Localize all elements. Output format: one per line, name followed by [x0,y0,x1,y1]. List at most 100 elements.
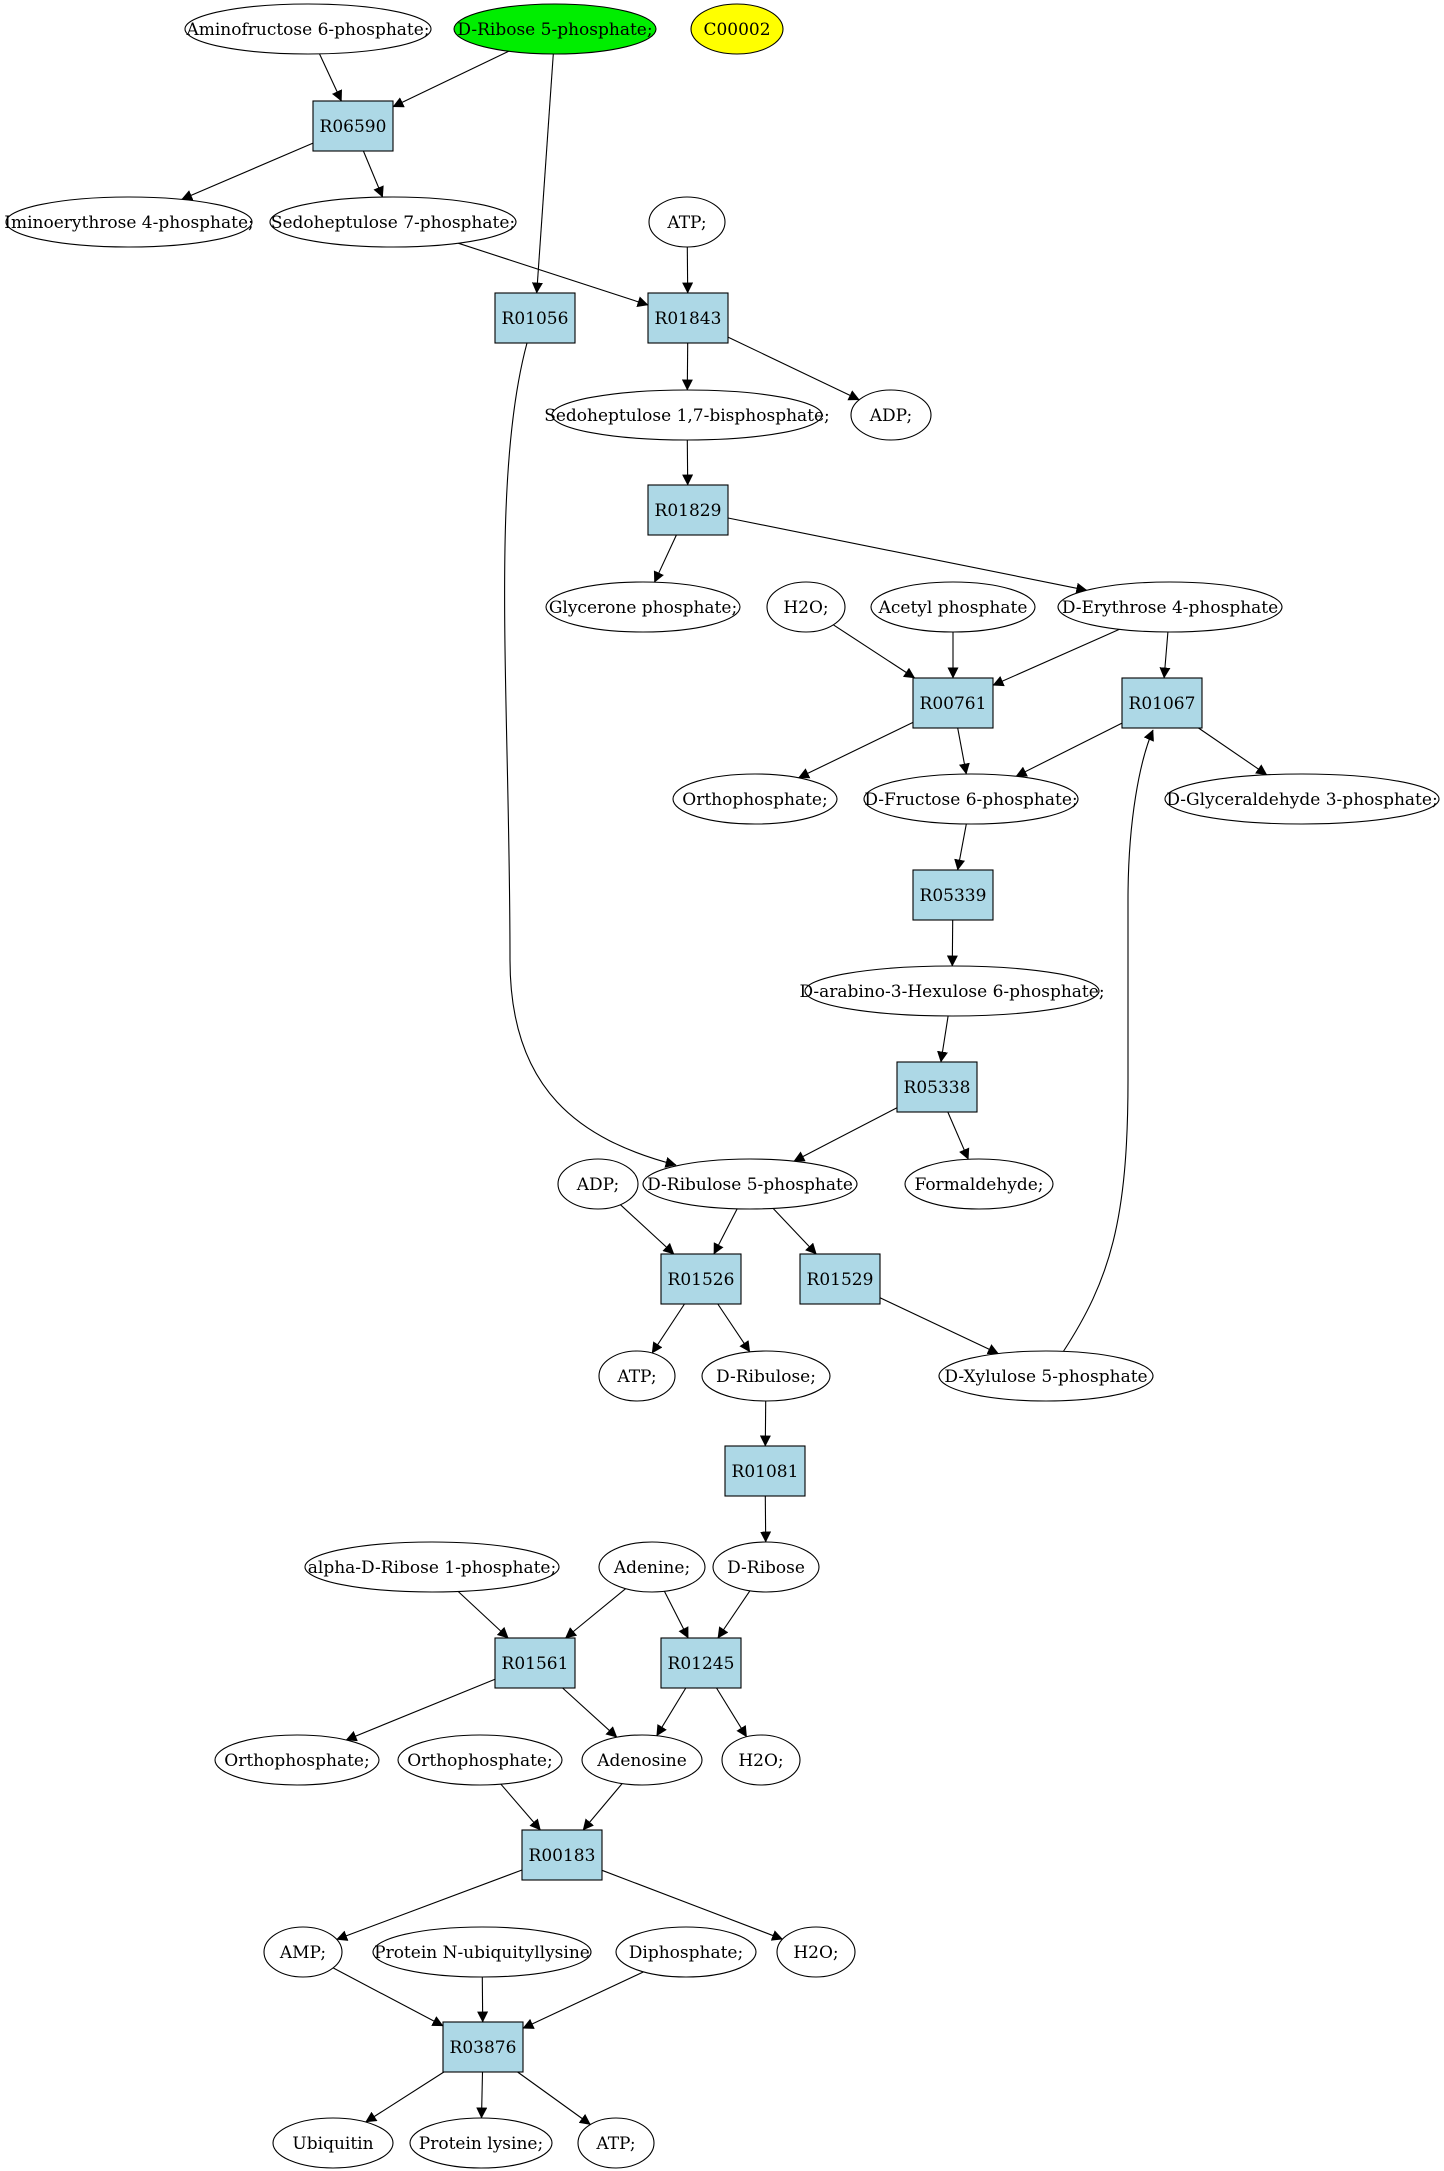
compound-ellipse[interactable] [598,1541,706,1593]
reaction-box[interactable] [896,1061,978,1113]
compound-ellipse[interactable] [557,1158,639,1210]
compound-node[interactable]: Sedoheptulose 7-phosphate; [269,196,517,248]
compound-ellipse[interactable] [766,581,846,633]
compound-node[interactable]: Ubiquitin [272,2117,394,2169]
compound-node[interactable]: D-Fructose 6-phosphate; [863,773,1079,825]
compound-node[interactable]: D-Ribulose 5-phosphate [642,1158,858,1210]
compound-ellipse[interactable] [397,1734,563,1786]
compound-ellipse[interactable] [272,2117,394,2169]
reaction-node[interactable]: R01245 [660,1637,742,1689]
compound-ellipse[interactable] [672,773,838,825]
reaction-node[interactable]: R06590 [312,100,394,152]
compound-ellipse[interactable] [214,1734,380,1786]
compound-ellipse[interactable] [263,1926,343,1978]
compound-node[interactable]: D-Glyceraldehyde 3-phosphate; [1164,773,1440,825]
compound-ellipse[interactable] [372,1926,592,1978]
compound-node[interactable]: C00002 [690,3,784,55]
reaction-box[interactable] [799,1253,881,1305]
compound-ellipse[interactable] [1057,581,1283,633]
compound-node[interactable]: Protein lysine; [409,2117,553,2169]
reaction-box[interactable] [494,1637,576,1689]
compound-node[interactable]: ADP; [557,1158,639,1210]
compound-node[interactable]: ATP; [577,2117,655,2169]
compound-node[interactable]: H2O; [766,581,846,633]
compound-node[interactable]: Aminofructose 6-phosphate; [184,3,432,55]
reaction-box[interactable] [660,1637,742,1689]
reaction-box[interactable] [912,677,994,729]
compound-ellipse[interactable] [1164,773,1440,825]
compound-ellipse[interactable] [577,2117,655,2169]
compound-ellipse[interactable] [409,2117,553,2169]
compound-ellipse[interactable] [712,1541,820,1593]
compound-node[interactable]: Orthophosphate; [672,773,838,825]
compound-node[interactable]: D-Erythrose 4-phosphate [1057,581,1283,633]
compound-node[interactable]: Orthophosphate; [397,1734,563,1786]
reaction-node[interactable]: R01056 [494,292,576,344]
compound-ellipse[interactable] [690,3,784,55]
compound-ellipse[interactable] [184,3,432,55]
reaction-node[interactable]: R01067 [1121,677,1203,729]
compound-node[interactable]: Iminoerythrose 4-phosphate; [4,196,254,248]
compound-ellipse[interactable] [453,3,657,55]
compound-ellipse[interactable] [551,389,823,441]
reaction-box[interactable] [1121,677,1203,729]
compound-ellipse[interactable] [598,1350,676,1402]
compound-node[interactable]: D-Ribose [712,1541,820,1593]
compound-ellipse[interactable] [776,1926,856,1978]
compound-node[interactable]: alpha-D-Ribose 1-phosphate; [304,1541,560,1593]
reaction-node[interactable]: R00761 [912,677,994,729]
compound-ellipse[interactable] [701,1350,831,1402]
reaction-box[interactable] [312,100,394,152]
reaction-node[interactable]: R01829 [647,484,729,536]
compound-node[interactable]: D-Xylulose 5-phosphate [938,1350,1154,1402]
compound-ellipse[interactable] [642,1158,858,1210]
compound-node[interactable]: Formaldehyde; [904,1158,1054,1210]
reaction-node[interactable]: R01529 [799,1253,881,1305]
compound-node[interactable]: Acetyl phosphate [870,581,1036,633]
reaction-node[interactable]: R05338 [896,1061,978,1113]
compound-node[interactable]: ATP; [648,196,726,248]
compound-ellipse[interactable] [863,773,1079,825]
compound-node[interactable]: Sedoheptulose 1,7-bisphosphate; [544,389,830,441]
compound-ellipse[interactable] [938,1350,1154,1402]
compound-node[interactable]: Orthophosphate; [214,1734,380,1786]
compound-ellipse[interactable] [581,1734,703,1786]
compound-node[interactable]: Adenosine [581,1734,703,1786]
reaction-box[interactable] [521,1829,603,1881]
reaction-box[interactable] [724,1445,806,1497]
compound-ellipse[interactable] [5,196,253,248]
reaction-node[interactable]: R05339 [912,869,994,921]
compound-ellipse[interactable] [870,581,1036,633]
compound-node[interactable]: AMP; [263,1926,343,1978]
compound-ellipse[interactable] [850,389,932,441]
reaction-box[interactable] [647,484,729,536]
reaction-box[interactable] [494,292,576,344]
compound-ellipse[interactable] [648,196,726,248]
compound-node[interactable]: D-arabino-3-Hexulose 6-phosphate; [799,965,1105,1017]
compound-ellipse[interactable] [904,1158,1054,1210]
compound-ellipse[interactable] [304,1541,560,1593]
reaction-node[interactable]: R01843 [647,292,729,344]
reaction-box[interactable] [647,292,729,344]
compound-node[interactable]: Protein N-ubiquityllysine [372,1926,592,1978]
compound-node[interactable]: H2O; [721,1734,801,1786]
compound-node[interactable]: Glycerone phosphate; [545,581,741,633]
reaction-box[interactable] [912,869,994,921]
compound-node[interactable]: H2O; [776,1926,856,1978]
compound-node[interactable]: D-Ribose 5-phosphate; [453,3,657,55]
compound-node[interactable]: ADP; [850,389,932,441]
reaction-node[interactable]: R01561 [494,1637,576,1689]
compound-ellipse[interactable] [545,581,741,633]
compound-ellipse[interactable] [804,965,1100,1017]
compound-node[interactable]: D-Ribulose; [701,1350,831,1402]
compound-ellipse[interactable] [269,196,517,248]
reaction-node[interactable]: R03876 [442,2021,524,2073]
compound-node[interactable]: ATP; [598,1350,676,1402]
reaction-node[interactable]: R01081 [724,1445,806,1497]
reaction-box[interactable] [660,1253,742,1305]
reaction-node[interactable]: R00183 [521,1829,603,1881]
compound-node[interactable]: Adenine; [598,1541,706,1593]
compound-node[interactable]: Diphosphate; [615,1926,757,1978]
reaction-node[interactable]: R01526 [660,1253,742,1305]
reaction-box[interactable] [442,2021,524,2073]
